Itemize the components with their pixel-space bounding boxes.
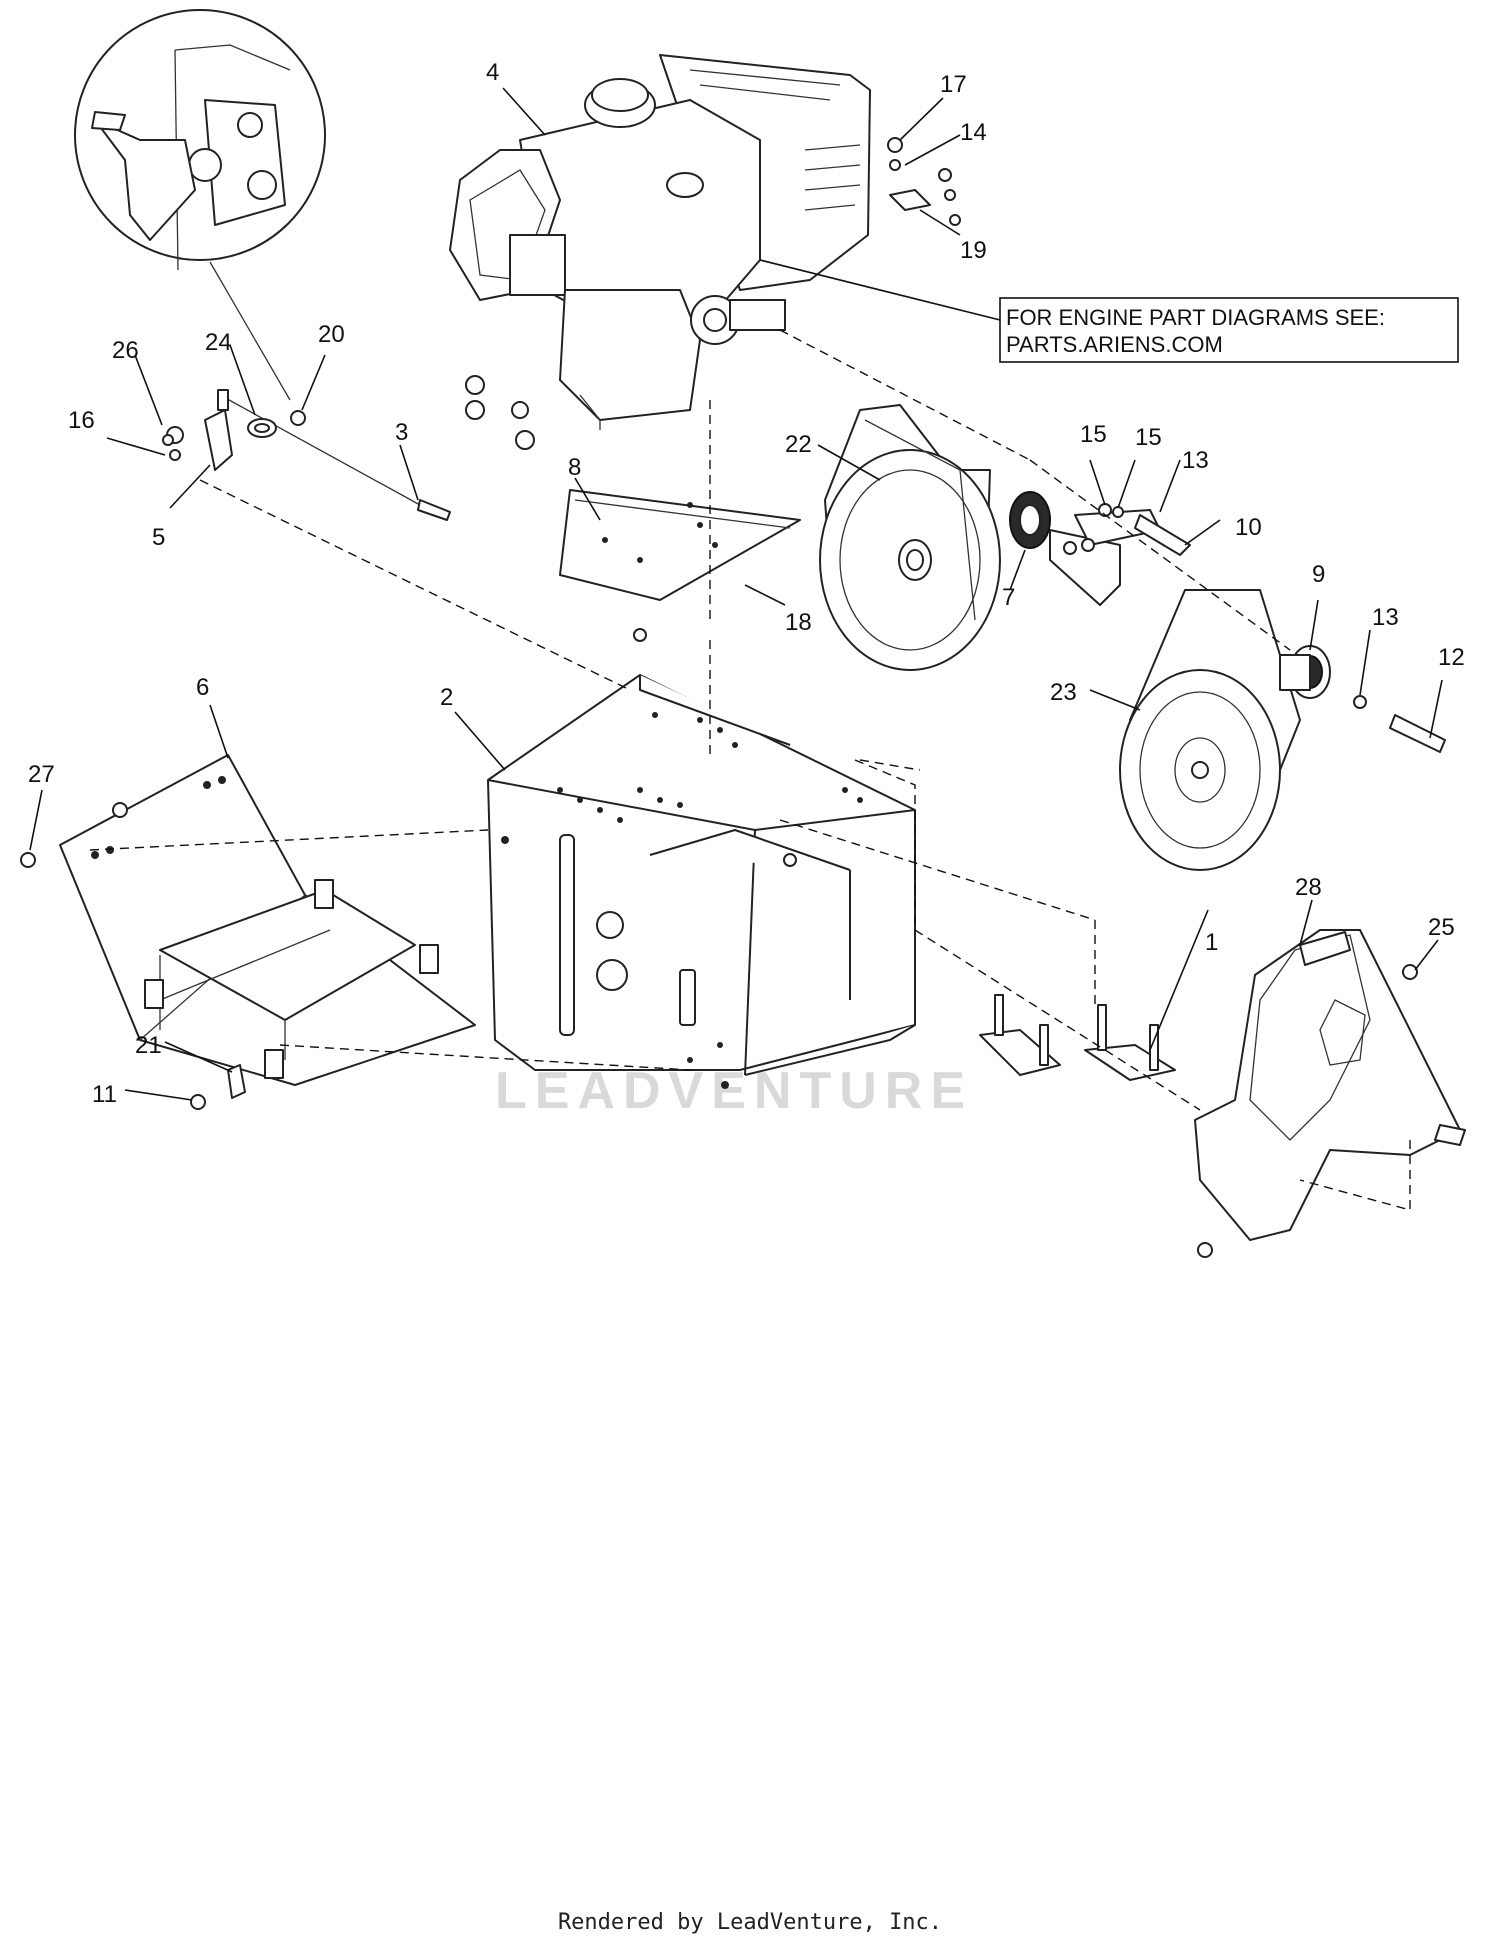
callout-11: 11 (92, 1081, 117, 1108)
callout-19: 18 (785, 609, 812, 636)
footer-credit: Rendered by LeadVenture, Inc. (557, 1910, 943, 1935)
callout-20: 19 (960, 237, 987, 264)
callout-2: 2 (440, 684, 453, 711)
callout-27a: 26 (112, 337, 139, 364)
control-cable (162, 389, 451, 521)
callout-14: 13 (1372, 604, 1399, 631)
callout-13: 13 (1182, 447, 1209, 474)
callout-21: 20 (318, 321, 345, 348)
belly-pan (20, 754, 476, 1110)
note-line-1: FOR ENGINE PART DIAGRAMS SEE: (1006, 305, 1385, 330)
auger-pulley (1119, 589, 1446, 871)
callout-15b: 15 (1135, 424, 1162, 451)
engine-reference-note: FOR ENGINE PART DIAGRAMS SEE: PARTS.ARIE… (999, 297, 1459, 363)
callout-3: 3 (395, 419, 408, 446)
callout-6: 6 (196, 674, 209, 701)
callout-1: 1 (1205, 929, 1218, 956)
watermark-text: LEADVENTURE (495, 1062, 973, 1120)
frame (487, 674, 916, 1089)
engine (449, 54, 871, 430)
callout-5: 5 (152, 524, 165, 551)
callout-22: 21 (135, 1032, 162, 1059)
callout-labels: 4 17 14 19 26 24 20 16 3 5 8 18 22 7 15 … (28, 59, 1465, 1108)
callout-18: 17 (940, 71, 967, 98)
callout-12: 12 (1438, 644, 1465, 671)
callout-26: 25 (1428, 914, 1455, 941)
callout-4: 4 (486, 59, 499, 86)
callout-8: 8 (568, 454, 581, 481)
callout-15a: 14 (960, 119, 987, 146)
callout-24: 23 (1050, 679, 1077, 706)
callout-17: 16 (68, 407, 95, 434)
drive-pulley (819, 404, 1191, 671)
callout-25: 24 (205, 329, 232, 356)
mounting-plates (979, 994, 1176, 1081)
assembly-lines (89, 329, 1411, 1211)
callout-7: 7 (1002, 584, 1015, 611)
callout-10: 10 (1235, 514, 1262, 541)
callout-27b: 27 (28, 761, 55, 788)
detail-inset (74, 9, 326, 401)
heat-shield (559, 489, 801, 642)
callout-28: 28 (1295, 874, 1322, 901)
callout-23: 22 (785, 431, 812, 458)
callout-16: 15 (1080, 421, 1107, 448)
callout-9: 9 (1312, 561, 1325, 588)
note-line-2: PARTS.ARIENS.COM (1006, 332, 1223, 357)
callout-leaders (29, 87, 1443, 1101)
belt-cover (1194, 929, 1466, 1258)
engine-hardware-loose (465, 137, 961, 450)
